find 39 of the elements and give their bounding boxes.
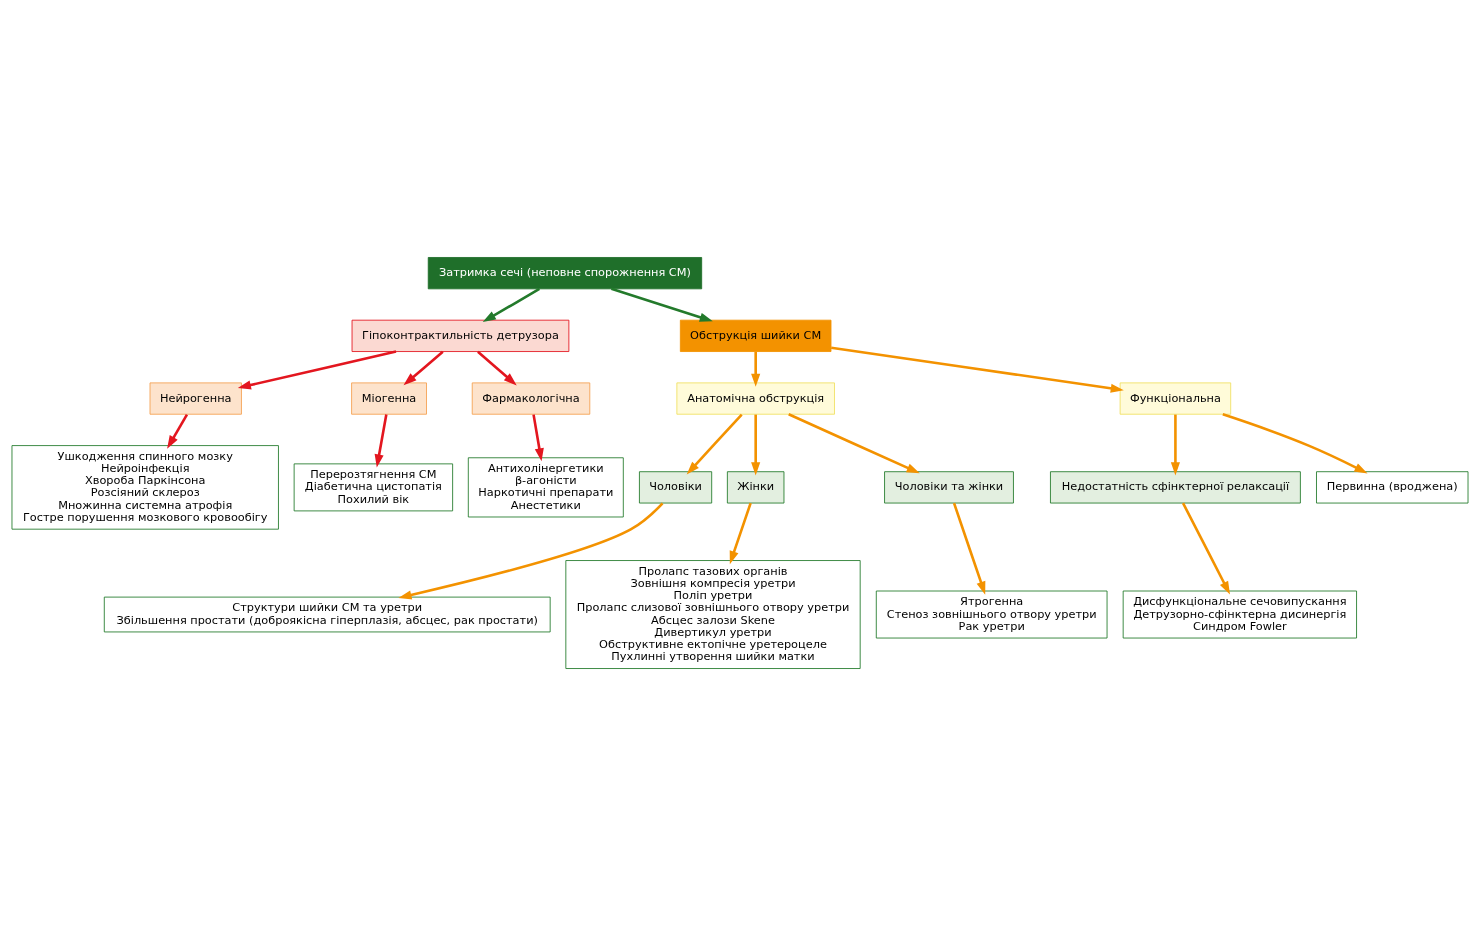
arrow bbox=[1222, 413, 1368, 474]
arrow bbox=[751, 351, 761, 387]
arrow bbox=[686, 413, 743, 475]
node-box: Первинна (вроджена) bbox=[1316, 471, 1469, 504]
arrow bbox=[952, 502, 986, 595]
arrow bbox=[477, 350, 517, 386]
arrow bbox=[237, 350, 397, 390]
node-box: Дисфункціональне сечовипускання Детрузорно-сфінктерна дисинергія Синдром Fowler bbox=[1122, 590, 1357, 639]
node-box: Затримка сечі (неповне спорожнення СМ) bbox=[427, 257, 703, 290]
arrow bbox=[374, 414, 388, 468]
node-box: Міогенна bbox=[351, 382, 427, 415]
node-box: Нейрогенна bbox=[149, 382, 242, 415]
node-box: Жінки bbox=[726, 471, 785, 504]
node-box: Недостатність сфінктерної релаксації bbox=[1050, 471, 1301, 504]
node-box: Чоловіки bbox=[639, 471, 713, 504]
arrow bbox=[831, 346, 1124, 393]
arrow bbox=[610, 287, 713, 322]
node-box: Фармакологічна bbox=[471, 382, 591, 415]
node-box: Ушкодження спинного мозку Нейроінфекція Хвороба Паркінсона Розсіяний склероз Множинна системна атрофія Гостре порушення мозкового кровообігу bbox=[11, 445, 279, 530]
node-box: Гіпоконтрактильність детрузора bbox=[351, 319, 570, 352]
node-box: Функціональна bbox=[1119, 382, 1232, 415]
arrow bbox=[532, 414, 544, 462]
node-box: Антихолінергетики β-агоністи Наркотичні препарати Анестетики bbox=[467, 457, 624, 518]
node-box: Перерозтягнення СМ Діабетична цистопатія Похилий вік bbox=[293, 463, 454, 512]
node-box: Анатомічна обструкція bbox=[676, 382, 835, 415]
arrow bbox=[729, 502, 752, 565]
node-box: Обструкція шийки СМ bbox=[679, 319, 832, 352]
arrow bbox=[167, 413, 189, 449]
arrow bbox=[1181, 502, 1230, 595]
node-box: Пролапс тазових органів Зовнішня компресія уретри Поліп уретри Пролапс слизової зовнішнього отвору уретри Абсцес залози Skene Дивертикул уретри Обструктивне ектопічне уретероцеле Пухлинні утворення шийки матки bbox=[565, 560, 861, 669]
arrow bbox=[398, 502, 664, 600]
arrow bbox=[1170, 414, 1180, 476]
arrow bbox=[482, 287, 541, 322]
arrow bbox=[403, 350, 444, 386]
arrow bbox=[788, 413, 920, 474]
arrow bbox=[751, 414, 761, 476]
node-box: Ятрогенна Стеноз зовнішнього отвору уретри Рак уретри bbox=[875, 590, 1108, 639]
node-box: Структури шийки СМ та уретри Збільшення простати (доброякісна гіперплазія, абсцес, рак простати) bbox=[103, 596, 551, 633]
node-box: Чоловіки та жінки bbox=[884, 471, 1014, 504]
